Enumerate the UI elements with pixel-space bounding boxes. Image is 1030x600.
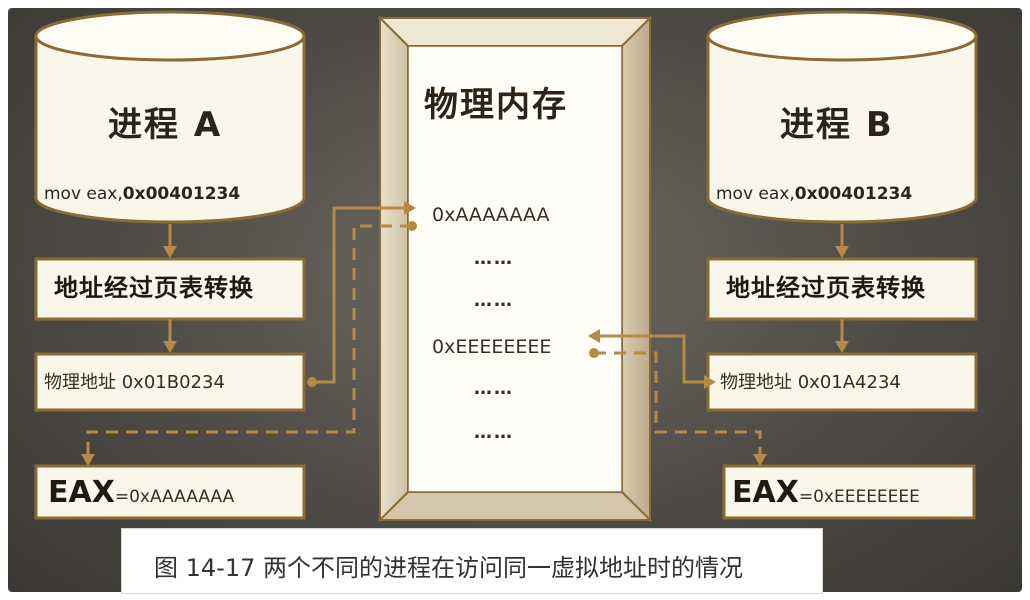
process-b-request-arrow: [588, 329, 716, 389]
memory-ellipsis: ……: [474, 290, 514, 311]
memory-ellipsis: ……: [474, 378, 514, 399]
process-b-physical-addr: 0x01A4234: [797, 372, 901, 393]
process-b-eax: EAX=0xEEEEEEEE: [732, 478, 920, 508]
process-a-instruction: mov eax,0x00401234: [44, 186, 240, 203]
memory-ellipsis: ……: [474, 422, 514, 443]
figure-caption: 图 14-17 两个不同的进程在访问同一虚拟地址时的情况: [154, 554, 743, 582]
process-b-instruction-addr: 0x00401234: [794, 184, 913, 204]
physical-memory-frame: [377, 15, 653, 523]
process-a-instruction-addr: 0x00401234: [122, 184, 241, 204]
process-b-title: 进程 B: [780, 105, 894, 145]
process-b-physical-label: 物理地址 0x01A4234: [720, 374, 901, 392]
process-a-physical-text: 物理地址: [44, 372, 116, 393]
process-b-eax-name: EAX: [732, 475, 799, 510]
process-b-physical-text: 物理地址: [720, 372, 792, 393]
process-a-flow-arrows: [163, 224, 177, 353]
process-b-return-arrow: [589, 348, 767, 466]
process-a-instruction-op: mov eax,: [44, 184, 123, 204]
memory-entry-eeeeeeee: 0xEEEEEEEE: [432, 336, 552, 358]
memory-title: 物理内存: [424, 85, 568, 125]
process-b-translate-label: 地址经过页表转换: [726, 274, 926, 302]
process-a-physical-addr: 0x01B0234: [121, 372, 225, 393]
process-a-title: 进程 A: [108, 105, 223, 145]
process-a-request-arrow: [307, 201, 416, 387]
process-b-physical-box: [706, 352, 978, 412]
process-b-eax-value: =0xEEEEEEEE: [798, 487, 920, 507]
memory-ellipsis: ……: [474, 248, 514, 269]
process-a-eax-name: EAX: [48, 475, 115, 510]
process-b-eax-box: [722, 464, 976, 520]
diagram-canvas: [34, 10, 978, 523]
process-a-return-arrow: [81, 221, 417, 466]
process-b-cylinder: [706, 10, 978, 224]
process-a-eax: EAX=0xAAAAAAA: [48, 478, 234, 508]
process-b-instruction-op: mov eax,: [716, 184, 795, 204]
process-b-translate-box: [706, 257, 978, 321]
process-a-physical-label: 物理地址 0x01B0234: [44, 374, 225, 392]
process-a-translate-label: 地址经过页表转换: [54, 274, 254, 302]
memory-entry-aaaaaaa: 0xAAAAAAA: [432, 204, 550, 226]
diagram-stage: 进程 A mov eax,0x00401234 地址经过页表转换 物理地址 0x…: [8, 8, 1022, 594]
process-a-physical-box: [34, 352, 306, 412]
process-b-instruction: mov eax,0x00401234: [716, 186, 912, 203]
process-a-eax-box: [34, 464, 306, 520]
process-a-eax-value: =0xAAAAAAA: [114, 487, 235, 507]
process-b-flow-arrows: [835, 224, 849, 353]
figure-caption-box: 图 14-17 两个不同的进程在访问同一虚拟地址时的情况: [121, 528, 823, 594]
process-a-cylinder: [34, 10, 306, 224]
